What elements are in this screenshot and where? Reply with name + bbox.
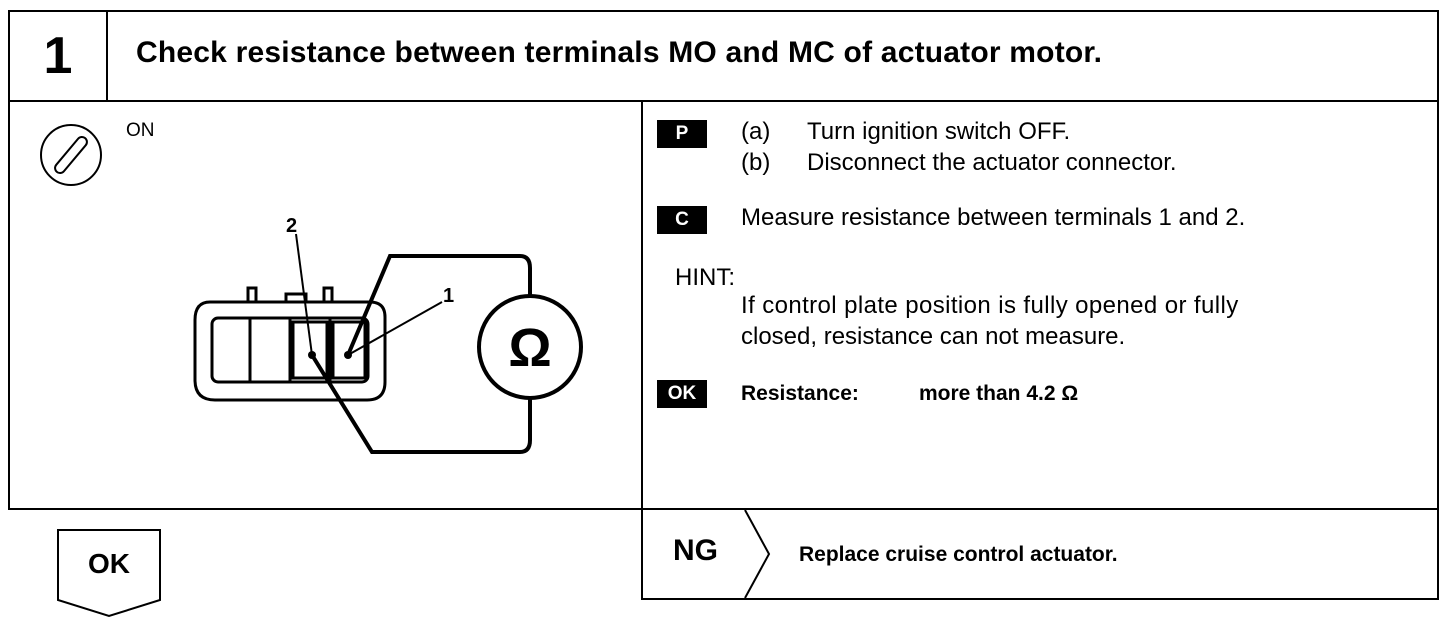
- check-instruction: Measure resistance between terminals 1 a…: [741, 204, 1246, 231]
- step-number: 1: [10, 12, 108, 100]
- prep-step-a: (a)Turn ignition switch OFF.: [741, 118, 1071, 145]
- ng-label: NG: [673, 534, 718, 567]
- illustration-panel: ON 2 1 Ω: [8, 100, 643, 510]
- check-badge: C: [657, 206, 707, 234]
- hint-line-2: closed, resistance can not measure.: [741, 323, 1126, 350]
- ok-badge: OK: [657, 380, 707, 408]
- spec-label: Resistance:: [741, 382, 859, 405]
- step-title: Check resistance between terminals MO an…: [136, 36, 1103, 69]
- probe-wire-terminal-2: [310, 353, 532, 454]
- instructions-panel: P (a)Turn ignition switch OFF. (b)Discon…: [641, 100, 1439, 510]
- ohmmeter-symbol: Ω: [508, 318, 551, 378]
- ignition-key-icon: [40, 124, 102, 186]
- terminal-2-label: 2: [286, 215, 297, 237]
- connector-diagram: 2 1 Ω: [193, 215, 583, 454]
- ok-flow-label: OK: [88, 548, 130, 579]
- chevron-right-icon: [744, 510, 771, 598]
- ng-action-text: Replace cruise control actuator.: [799, 543, 1118, 566]
- spec-value: more than 4.2 Ω: [919, 382, 1079, 405]
- probe-wire-terminal-1: [346, 254, 532, 356]
- prep-step-b: (b)Disconnect the actuator connector.: [741, 149, 1177, 176]
- terminal-1-label: 1: [443, 285, 454, 307]
- ok-flow-arrow-icon: [57, 529, 161, 618]
- prep-badge: P: [657, 120, 707, 148]
- actuator-connector: [193, 286, 387, 402]
- ohmmeter-icon: [477, 294, 583, 400]
- step-header: 1 Check resistance between terminals MO …: [8, 10, 1439, 102]
- ng-result-box: NG Replace cruise control actuator.: [641, 508, 1439, 600]
- ignition-state-label: ON: [126, 120, 155, 141]
- hint-line-1: If control plate position is fully opene…: [741, 292, 1239, 319]
- hint-label: HINT:: [675, 264, 735, 291]
